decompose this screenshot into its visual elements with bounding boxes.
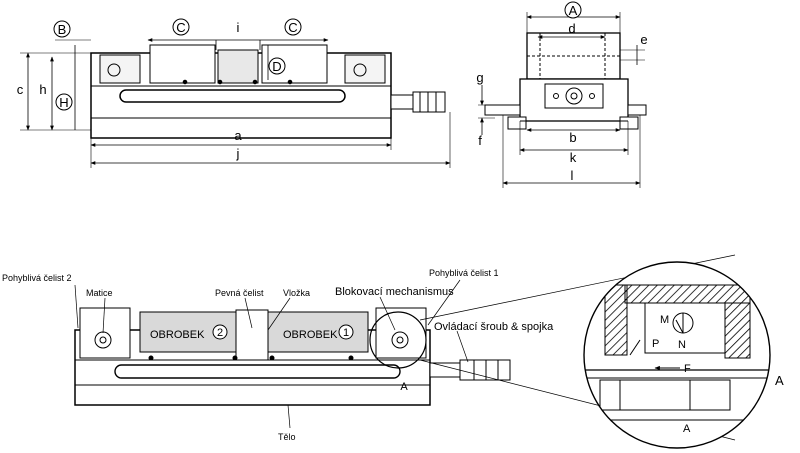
section-A-label: A bbox=[400, 381, 408, 393]
locking-mechanism-label: Blokovací mechanismus bbox=[335, 286, 454, 298]
dim-c: c bbox=[17, 82, 24, 97]
body-label: Tělo bbox=[278, 432, 296, 442]
dim-i: i bbox=[237, 20, 240, 35]
workpiece-1-number: 1 bbox=[343, 327, 349, 339]
workpiece-2-number: 2 bbox=[217, 327, 223, 339]
detail-letter-P: P bbox=[652, 338, 659, 350]
dim-C-right: C bbox=[288, 20, 297, 35]
dim-H: H bbox=[59, 95, 68, 110]
side-view-labels: B C i C D c h H a j bbox=[17, 18, 302, 161]
insert-label: Vložka bbox=[283, 288, 310, 298]
fixed-jaw-label: Pevná čelist bbox=[215, 288, 264, 298]
dim-f: f bbox=[478, 133, 482, 148]
detail-A-labels: M N P F A A bbox=[652, 314, 784, 435]
dim-h: h bbox=[39, 82, 46, 97]
dim-a: a bbox=[234, 128, 242, 143]
dim-d: d bbox=[568, 21, 575, 36]
movable-jaw-1-label: Pohyblivá čelist 1 bbox=[429, 268, 499, 278]
detail-letter-F: F bbox=[684, 363, 691, 375]
dim-j: j bbox=[236, 146, 240, 161]
dim-C-left: C bbox=[176, 20, 185, 35]
dim-g: g bbox=[476, 70, 483, 85]
dim-l: l bbox=[571, 168, 574, 183]
workpiece-1-label: OBROBEK bbox=[283, 329, 338, 341]
side-view bbox=[20, 38, 451, 168]
end-view-labels: A d e g f b k l bbox=[476, 1, 648, 183]
detail-A-label: A bbox=[775, 373, 784, 388]
movable-jaw-2-label: Pohyblivá čelist 2 bbox=[2, 273, 72, 283]
screw-coupling-label: Ovládací šroub & spojka bbox=[434, 321, 554, 333]
end-view bbox=[478, 12, 647, 188]
detail-letter-N: N bbox=[678, 339, 686, 351]
workpiece-2-label: OBROBEK bbox=[150, 329, 205, 341]
detail-A-small-label: A bbox=[683, 423, 691, 435]
assembly-labels: OBROBEK 2 OBROBEK 1 A Pohyblivá čelist 2… bbox=[2, 268, 554, 442]
dim-e: e bbox=[640, 32, 647, 47]
dim-B-circle bbox=[53, 20, 71, 38]
detail-A bbox=[583, 261, 771, 449]
nut-label: Matice bbox=[86, 288, 113, 298]
dim-b: b bbox=[569, 130, 576, 145]
dim-A: A bbox=[569, 3, 578, 18]
dim-D: D bbox=[272, 59, 281, 74]
assembly-view bbox=[74, 254, 736, 441]
detail-letter-M: M bbox=[660, 314, 669, 326]
dim-B: B bbox=[58, 22, 67, 37]
dim-k: k bbox=[570, 150, 577, 165]
